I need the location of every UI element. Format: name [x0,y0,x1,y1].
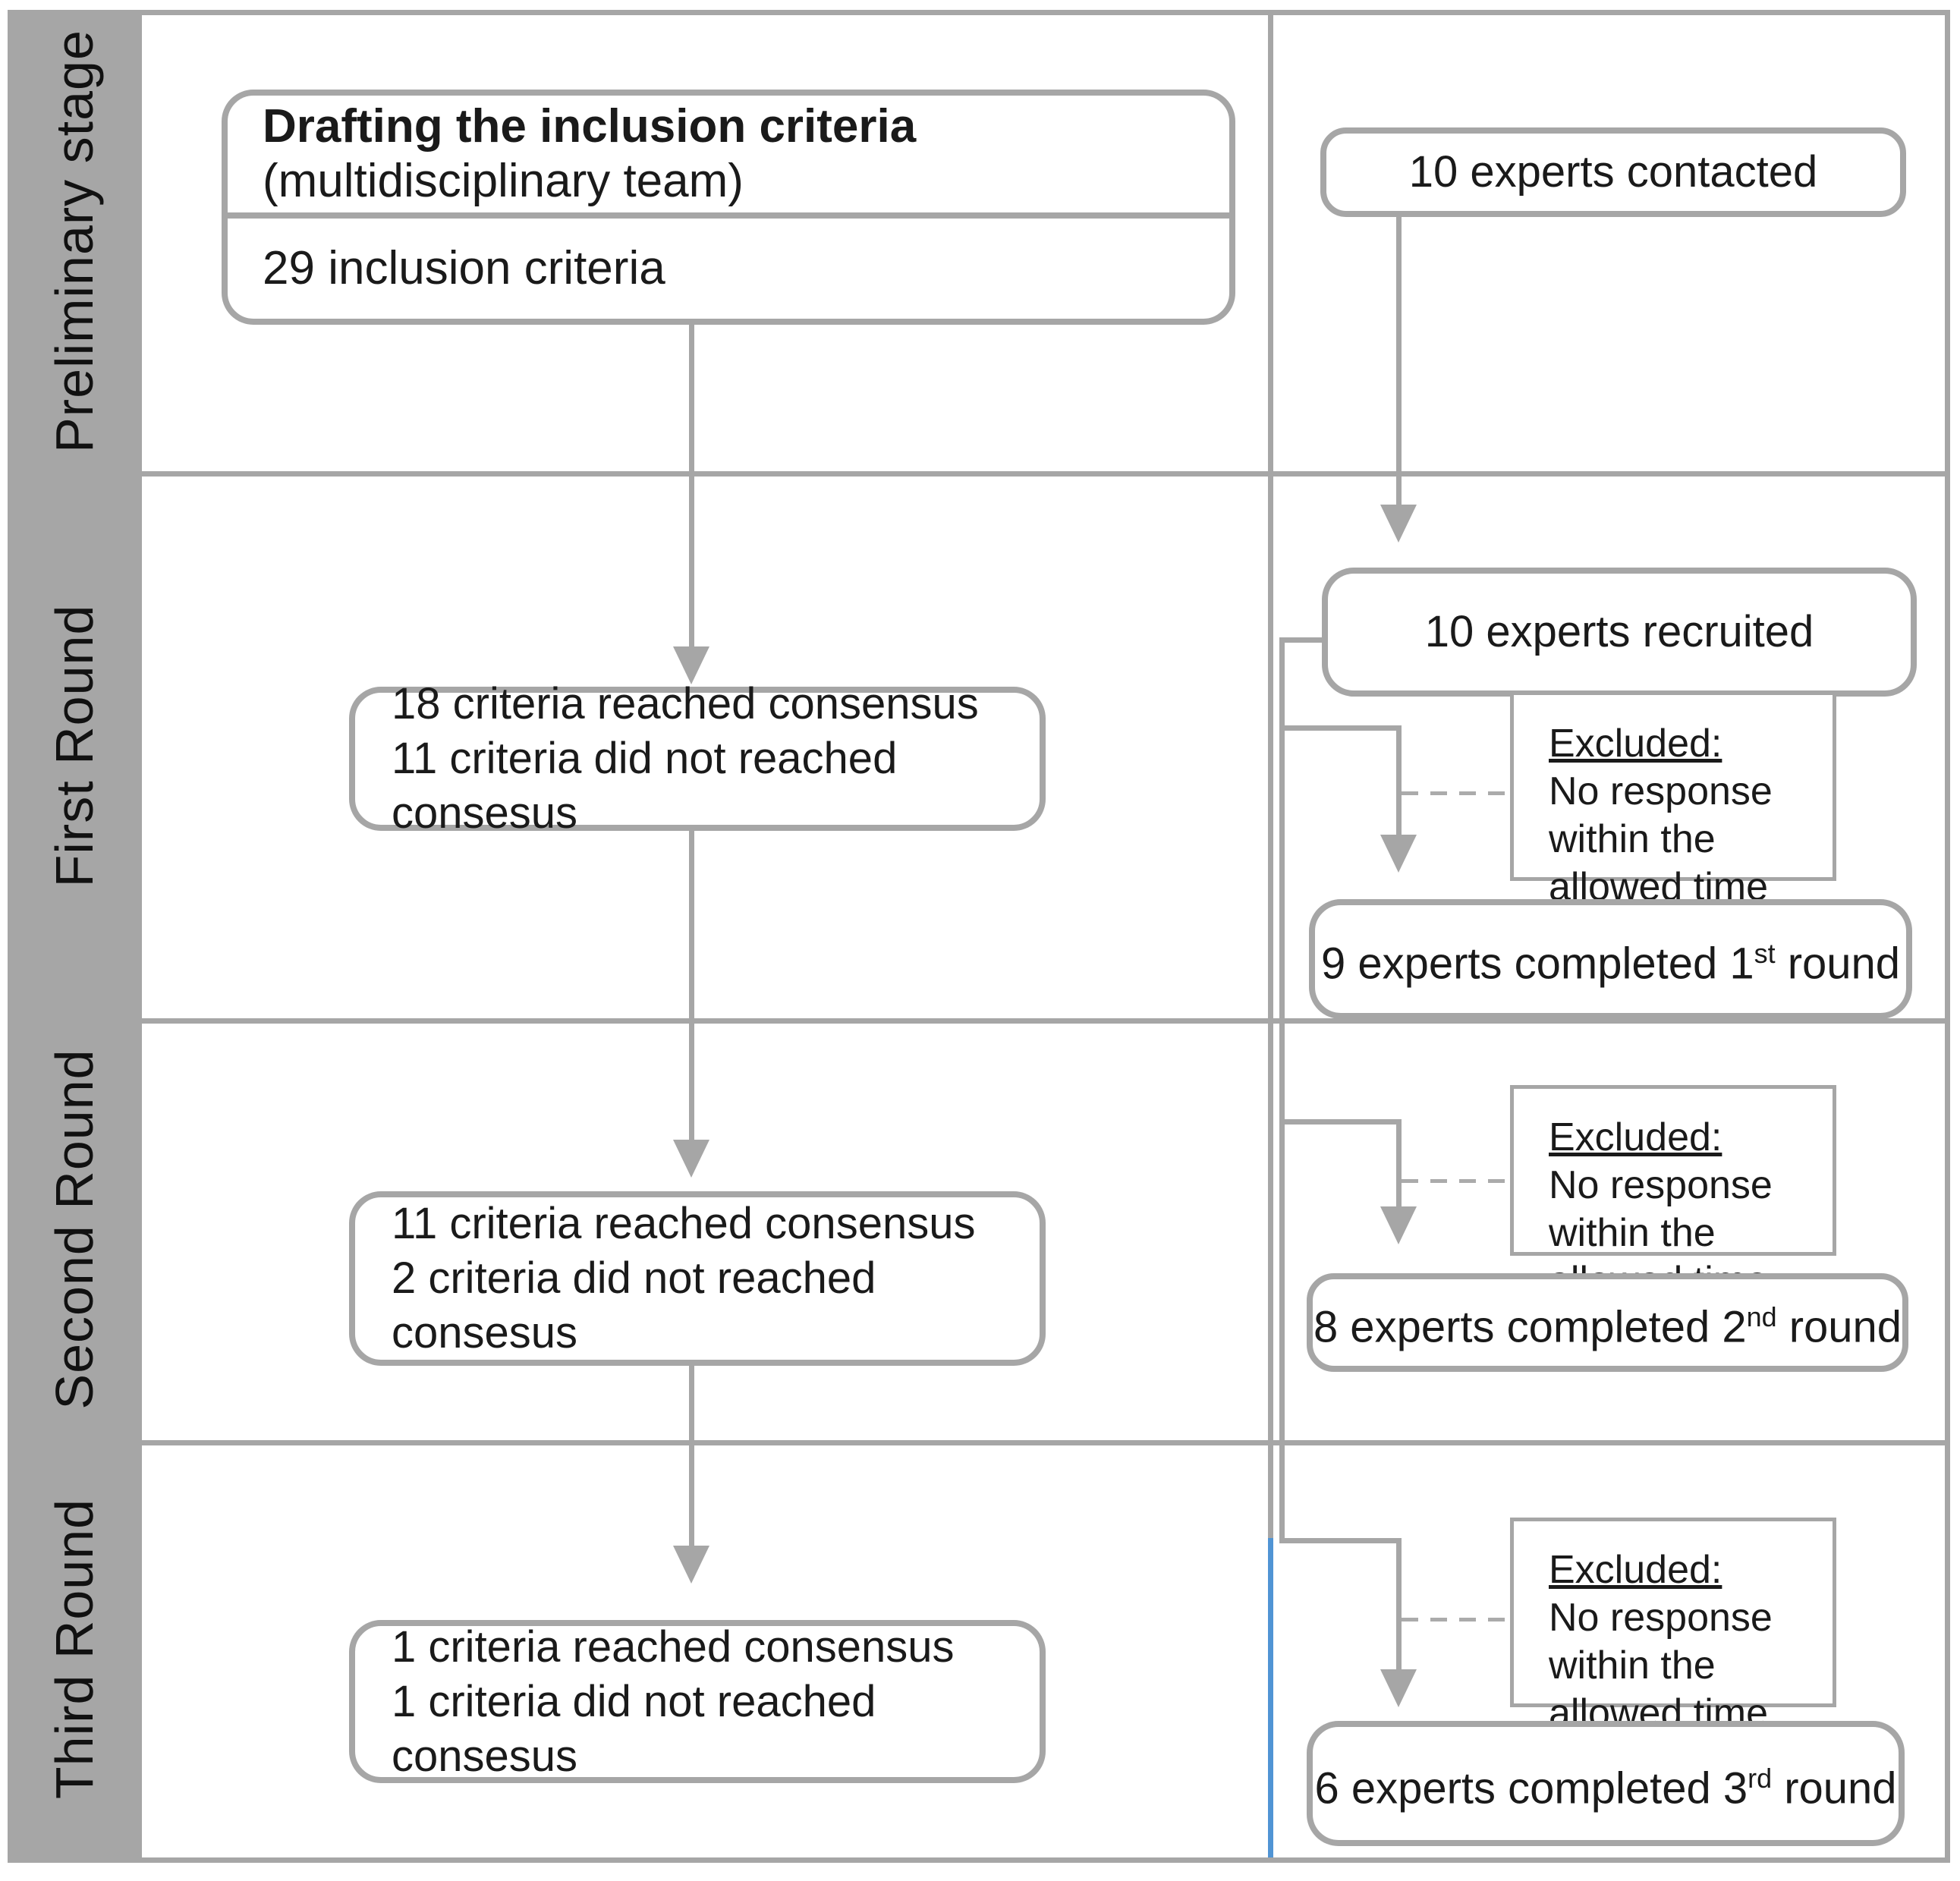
row-divider-preliminary-first [142,471,1950,477]
row-divider-first-second [142,1018,1950,1024]
criteria-round3-line1: 1 criteria reached consensus [392,1621,955,1672]
arrow-line-drafting-to-round1 [689,325,694,646]
inclusion-criteria-count-label: 29 inclusion criteria [263,242,665,294]
recruited-bracket-vertical [1279,637,1285,1543]
dashed-line-excluded-round2 [1402,1179,1510,1183]
completed-round2-label: 8 experts completed 2nd round [1313,1301,1902,1352]
recruited-bracket-connector [1279,637,1325,643]
drafting-title-bold: Drafting the inclusion criteria [263,100,917,153]
right-border [1945,10,1950,1863]
excluded-round3-title: Excluded: [1549,1548,1722,1592]
ordinal-suffix-2nd: nd [1746,1301,1777,1333]
drafting-criteria-title: Drafting the inclusion criteria (multidi… [228,96,1229,212]
arrowhead-drafting-to-round1 [673,646,709,684]
arrow-line-contacted-to-recruited [1396,215,1402,505]
ordinal-suffix-1st: st [1754,938,1776,970]
branch-line-round3 [1279,1538,1402,1543]
arrowhead-to-completed-round1 [1380,835,1417,873]
completed-box-round3: 6 experts completed 3rd round [1307,1721,1905,1846]
drafting-criteria-box: Drafting the inclusion criteria (multidi… [222,90,1235,325]
criteria-round2-line1: 11 criteria reached consensus [392,1199,976,1248]
stage-label-third-round: Third Round [45,1498,104,1800]
criteria-round1-line1: 18 criteria reached consensus [392,679,979,728]
excluded-round2-title: Excluded: [1549,1115,1722,1159]
branch-line-round2 [1279,1119,1402,1125]
dashed-line-excluded-round1 [1402,791,1510,795]
arrow-line-round1-to-round2 [689,831,694,1140]
criteria-round2-line2: 2 criteria did not reached consesus [392,1253,876,1357]
row-divider-second-third [142,1440,1950,1445]
stage-label-second-round: Second Round [45,1049,104,1410]
excluded-round1-title: Excluded: [1549,722,1722,766]
arrowhead-contacted-to-recruited [1380,505,1417,543]
arrow-line-to-completed-round1 [1396,725,1402,835]
stage-sidebar [8,10,142,1863]
criteria-round3-line2: 1 criteria did not reached consesus [392,1676,876,1781]
arrow-line-to-completed-round3 [1396,1542,1402,1669]
excluded-round3-reason1: No response within the [1549,1596,1773,1688]
experts-contacted-box: 10 experts contacted [1320,127,1906,217]
criteria-round1-line2: 11 criteria did not reached consesus [392,734,898,838]
drafting-criteria-count: 29 inclusion criteria [228,212,1229,319]
completed-round3-label: 6 experts completed 3rd round [1314,1762,1897,1813]
arrowhead-to-completed-round2 [1380,1206,1417,1244]
arrowhead-round2-to-round3 [673,1546,709,1584]
column-divider [1268,10,1273,1538]
excluded-box-round2: Excluded: No response within the allowed… [1510,1085,1836,1351]
experts-contacted-label: 10 experts contacted [1408,147,1818,197]
arrow-line-round2-to-round3 [689,1366,694,1546]
ordinal-suffix-3rd: rd [1748,1762,1773,1794]
completed-round1-label: 9 experts completed 1st round [1320,938,1901,989]
arrowhead-to-completed-round3 [1380,1669,1417,1707]
completed-box-round2: 8 experts completed 2nd round [1307,1273,1908,1372]
arrowhead-round1-to-round2 [673,1140,709,1178]
stage-label-first-round: First Round [45,604,104,888]
criteria-box-round2: 11 criteria reached consensus 2 criteria… [349,1191,1046,1366]
dashed-line-excluded-round3 [1402,1618,1510,1621]
excluded-round1-reason1: No response within the [1549,769,1773,861]
experts-recruited-label: 10 experts recruited [1424,607,1814,656]
column-divider-blue-segment [1268,1538,1273,1857]
excluded-box-round1: Excluded: No response within the allowed… [1510,691,1836,957]
excluded-round2-reason1: No response within the [1549,1163,1773,1255]
experts-recruited-box: 10 experts recruited [1322,568,1917,697]
top-border [142,10,1950,15]
criteria-box-round1: 18 criteria reached consensus 11 criteri… [349,679,1046,838]
drafting-title-regular: (multidisciplinary team) [263,155,744,207]
arrow-line-to-completed-round2 [1396,1119,1402,1206]
criteria-box-round3: 1 criteria reached consensus 1 criteria … [349,1620,1046,1783]
branch-line-round1 [1279,725,1402,731]
completed-box-round1: 9 experts completed 1st round [1309,899,1912,1019]
stage-label-preliminary: Preliminary stage [45,30,104,453]
bottom-border [142,1857,1950,1863]
excluded-box-round3: Excluded: No response within the allowed… [1510,1518,1836,1783]
